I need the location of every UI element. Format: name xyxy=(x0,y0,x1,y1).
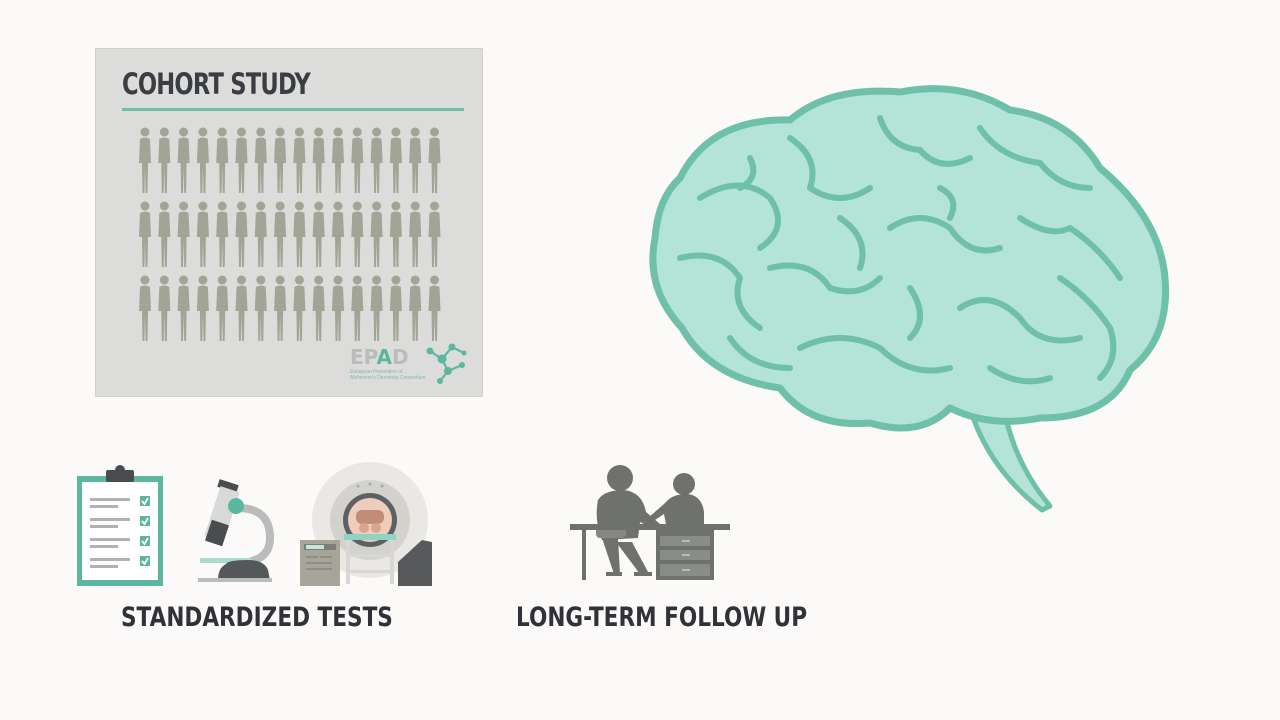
person-figure xyxy=(332,201,344,267)
person-figure xyxy=(177,275,190,341)
logo-subtitle: European Prevention of Alzheimer's Demen… xyxy=(350,369,426,381)
title-underline xyxy=(122,108,464,111)
person-figure xyxy=(216,127,229,193)
person-figure xyxy=(409,275,422,341)
person-figure xyxy=(158,201,171,267)
person-figure xyxy=(235,201,248,267)
person-figure xyxy=(139,275,151,341)
standardized-tests-caption: STANDARDIZED TESTS xyxy=(121,602,393,633)
person-figure xyxy=(312,127,325,193)
person-figure xyxy=(274,201,287,267)
person-figure xyxy=(332,275,344,341)
cohort-study-panel: COHORT STUDY EPAD European Prevention of… xyxy=(95,48,483,397)
person-figure xyxy=(370,201,383,267)
person-figure xyxy=(254,127,267,193)
person-figure xyxy=(158,275,171,341)
person-figure xyxy=(312,275,325,341)
person-figure xyxy=(428,201,441,267)
person-figure xyxy=(370,127,383,193)
panel-title: COHORT STUDY xyxy=(122,67,311,101)
clipboard-checklist-icon xyxy=(77,465,163,586)
epad-logo: EPAD European Prevention of Alzheimer's … xyxy=(350,341,474,393)
person-figure xyxy=(409,201,422,267)
person-figure xyxy=(196,127,209,193)
person-figure xyxy=(332,127,344,193)
brain-illustration xyxy=(649,85,1170,513)
person-figure xyxy=(389,127,402,193)
person-figure xyxy=(351,275,364,341)
person-figure xyxy=(428,275,441,341)
long-term-follow-up-caption: LONG-TERM FOLLOW UP xyxy=(516,602,808,633)
mri-scanner-icon xyxy=(300,462,432,586)
person-figure xyxy=(428,127,441,193)
person-figure xyxy=(196,275,209,341)
person-figure xyxy=(312,201,325,267)
person-figure xyxy=(177,127,190,193)
doctor-patient-consultation-icon xyxy=(570,465,730,580)
person-figure xyxy=(274,275,287,341)
person-figure xyxy=(158,127,171,193)
person-figure xyxy=(235,127,248,193)
person-figure xyxy=(389,201,402,267)
person-figure xyxy=(293,127,306,193)
person-figure xyxy=(139,127,151,193)
person-figure xyxy=(254,201,267,267)
person-figure xyxy=(254,275,267,341)
person-figure xyxy=(235,275,248,341)
person-figure xyxy=(293,201,306,267)
person-figure xyxy=(370,275,383,341)
person-figure xyxy=(274,127,287,193)
person-figure xyxy=(216,275,229,341)
person-figure xyxy=(177,201,190,267)
logo-wordmark: EPAD xyxy=(350,345,409,369)
person-figure xyxy=(216,201,229,267)
person-figure xyxy=(139,201,151,267)
person-figure xyxy=(389,275,402,341)
microscope-icon xyxy=(198,479,274,582)
molecule-icon xyxy=(426,343,467,384)
cohort-figures xyxy=(139,127,441,341)
person-figure xyxy=(351,201,364,267)
person-figure xyxy=(293,275,306,341)
person-figure xyxy=(196,201,209,267)
person-figure xyxy=(409,127,422,193)
person-figure xyxy=(351,127,364,193)
